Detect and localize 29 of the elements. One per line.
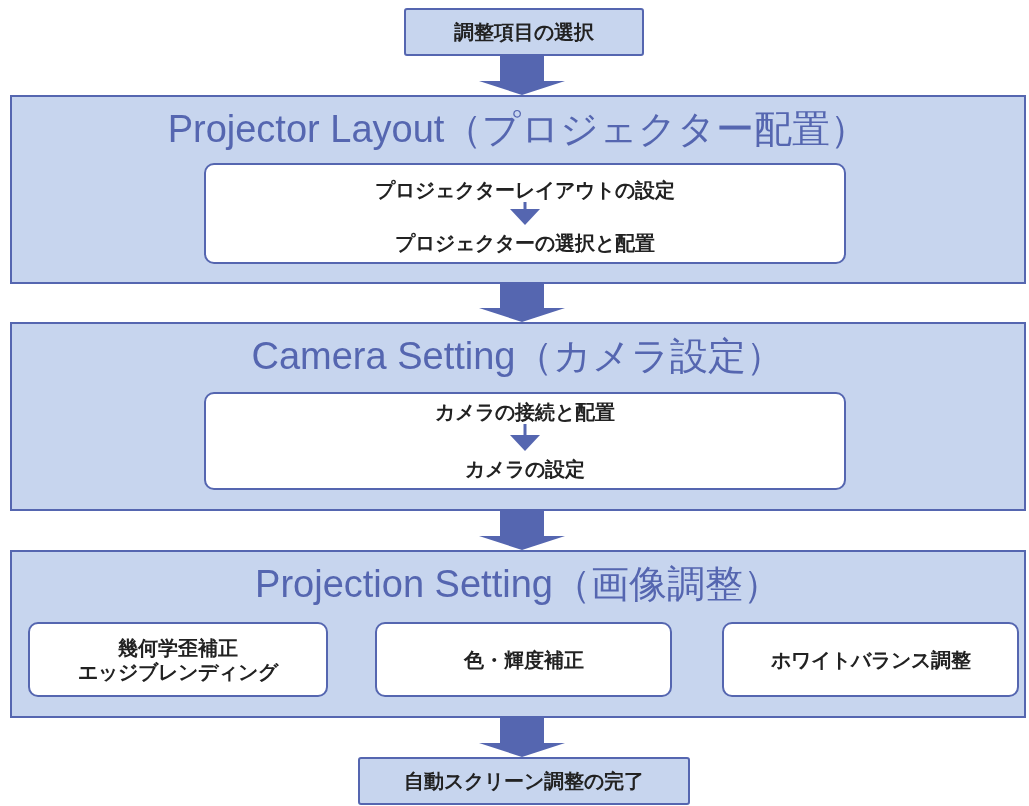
step-label: カメラの接続と配置 xyxy=(435,400,615,424)
box-label: 幾何学歪補正 xyxy=(118,635,238,660)
stage-heading: Projector Layout（プロジェクター配置） xyxy=(167,107,869,151)
content-box xyxy=(204,163,846,264)
arrow xyxy=(479,511,565,550)
stage-panel xyxy=(10,322,1026,511)
box-label: 色・輝度補正 xyxy=(463,647,584,672)
box-label: 自動スクリーン調整の完了 xyxy=(404,769,644,793)
stage-heading: Projection Setting（画像調整） xyxy=(255,562,781,606)
step-label: プロジェクターレイアウトの設定 xyxy=(375,178,675,202)
box-label: エッジブレンディング xyxy=(78,659,278,684)
box-label: 調整項目の選択 xyxy=(454,20,594,44)
arrow xyxy=(510,424,540,451)
stage-heading: Camera Setting（カメラ設定） xyxy=(251,334,785,378)
step-label: プロジェクターの選択と配置 xyxy=(395,231,655,255)
process-box xyxy=(28,622,328,697)
arrow xyxy=(479,284,565,322)
content-box xyxy=(204,392,846,490)
stage-panel xyxy=(10,550,1026,718)
stage-panel xyxy=(10,95,1026,284)
arrow xyxy=(479,56,565,95)
step-box xyxy=(404,8,644,56)
step-box xyxy=(358,757,690,805)
process-box xyxy=(375,622,672,697)
step-label: カメラの設定 xyxy=(465,457,585,481)
box-label: ホワイトバランス調整 xyxy=(770,647,971,672)
process-box xyxy=(722,622,1019,697)
arrow xyxy=(479,718,565,757)
arrow xyxy=(510,202,540,225)
